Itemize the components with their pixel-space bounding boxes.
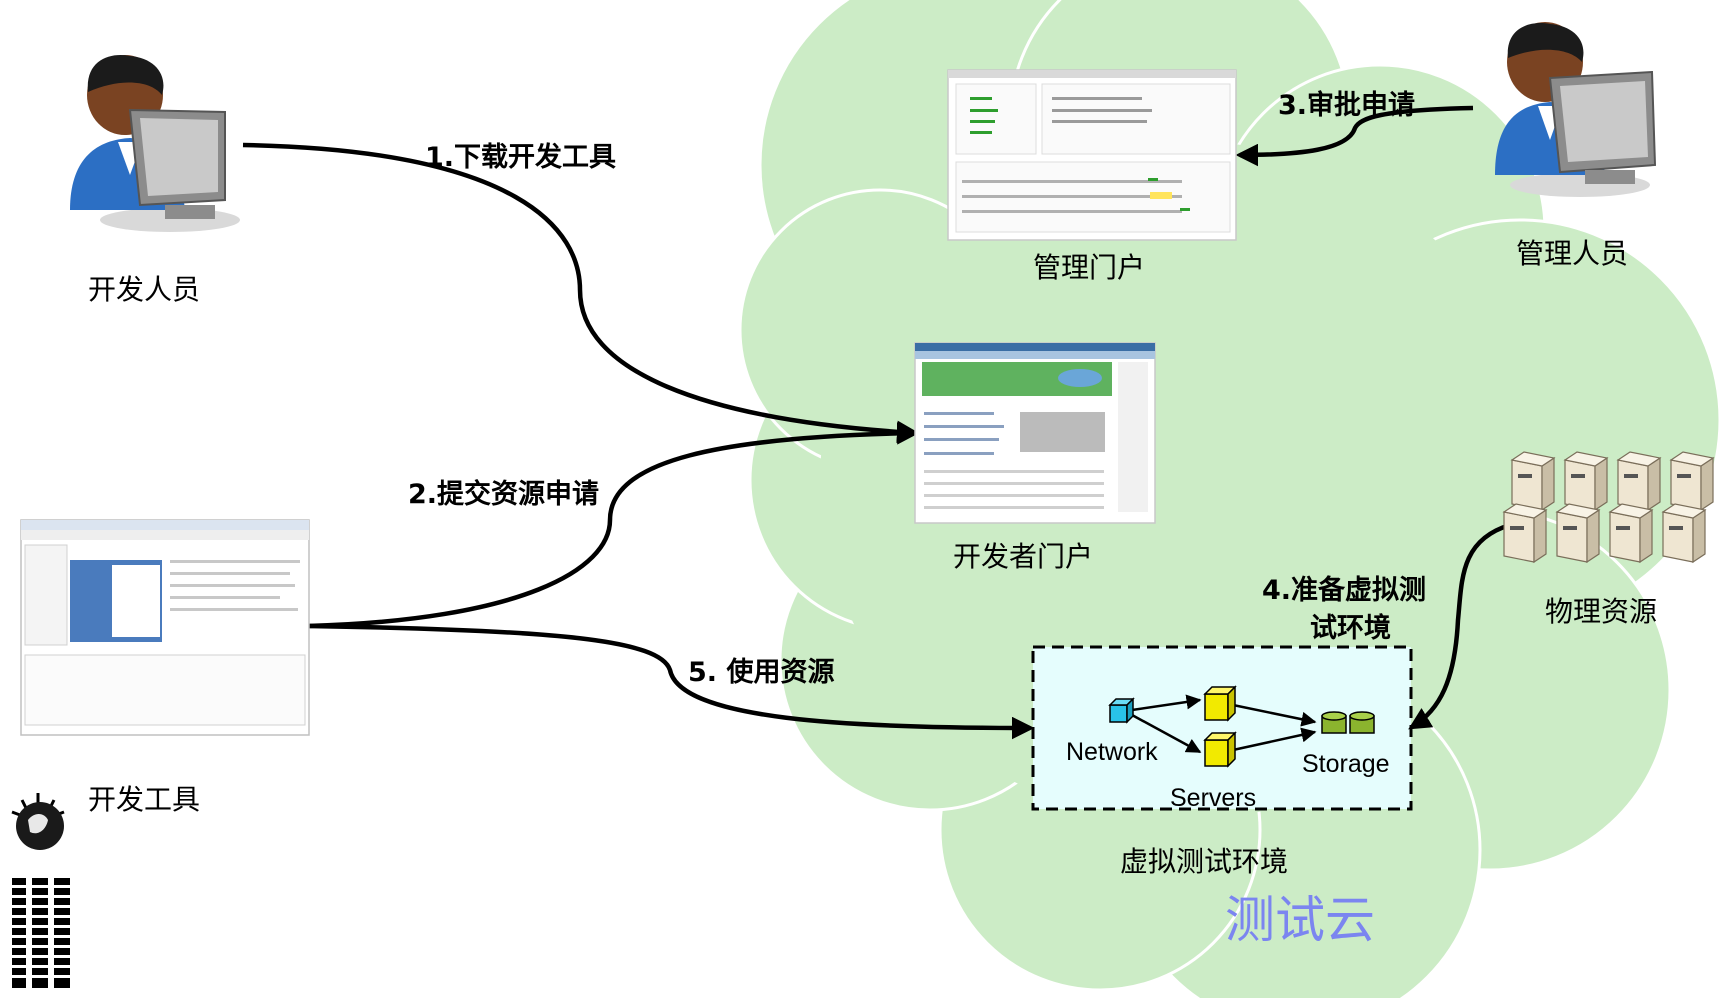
ibm-logo-icon bbox=[10, 878, 74, 988]
admin-person-computer-icon bbox=[1495, 22, 1657, 197]
server-box-icon bbox=[1563, 451, 1609, 512]
physical-resources-label: 物理资源 bbox=[1545, 595, 1658, 628]
virtual-env-box bbox=[1031, 645, 1413, 811]
server-box-icon bbox=[1669, 451, 1715, 512]
arrow-step4 bbox=[1408, 522, 1511, 730]
server-box-icon bbox=[1555, 503, 1601, 564]
storage-disk-icon bbox=[1321, 711, 1375, 734]
step3-label: 3.审批申请 bbox=[1278, 90, 1416, 121]
developer-portal-label: 开发者门户 bbox=[953, 540, 1094, 573]
flow-arrows bbox=[242, 105, 1511, 740]
developer-label: 开发人员 bbox=[88, 273, 201, 306]
server-box-icon bbox=[1661, 503, 1707, 564]
virtual-env-label: 虚拟测试环境 bbox=[1120, 845, 1289, 878]
step1-label: 1.下载开发工具 bbox=[425, 142, 617, 173]
step4-label-line2: 试环境 bbox=[1310, 613, 1391, 644]
server-box-icon bbox=[1510, 451, 1556, 512]
arrow-step5 bbox=[307, 623, 1035, 740]
server-box-icon bbox=[1608, 503, 1654, 564]
env-network-lines bbox=[1131, 694, 1317, 754]
admin-label: 管理人员 bbox=[1516, 237, 1629, 270]
step5-label: 5. 使用资源 bbox=[688, 657, 835, 688]
server-box-icon bbox=[1502, 503, 1548, 564]
step4-label-line1: 4.准备虚拟测 bbox=[1262, 575, 1427, 606]
storage-label: Storage bbox=[1302, 750, 1390, 778]
admin-portal-label: 管理门户 bbox=[1033, 251, 1146, 284]
test-cloud-title: 测试云 bbox=[1225, 891, 1375, 949]
developer-portal-screenshot bbox=[914, 342, 1156, 524]
step2-label: 2.提交资源申请 bbox=[408, 479, 600, 510]
server-rack-icon bbox=[1502, 451, 1715, 564]
server-cube-icon bbox=[1203, 731, 1237, 768]
network-label: Network bbox=[1066, 738, 1158, 766]
network-cube-icon bbox=[1108, 697, 1135, 724]
arrow-step1 bbox=[242, 142, 920, 444]
arrow-step3 bbox=[1235, 105, 1474, 167]
server-box-icon bbox=[1616, 451, 1662, 512]
globe-icon bbox=[11, 793, 65, 850]
arrow-step2 bbox=[307, 422, 920, 629]
dev-tools-label: 开发工具 bbox=[88, 783, 201, 816]
servers-label: Servers bbox=[1170, 784, 1257, 812]
developer-person-computer-icon bbox=[70, 55, 240, 232]
server-cube-icon bbox=[1203, 685, 1237, 722]
dev-tools-screenshot bbox=[20, 519, 310, 736]
admin-portal-screenshot bbox=[947, 69, 1237, 241]
